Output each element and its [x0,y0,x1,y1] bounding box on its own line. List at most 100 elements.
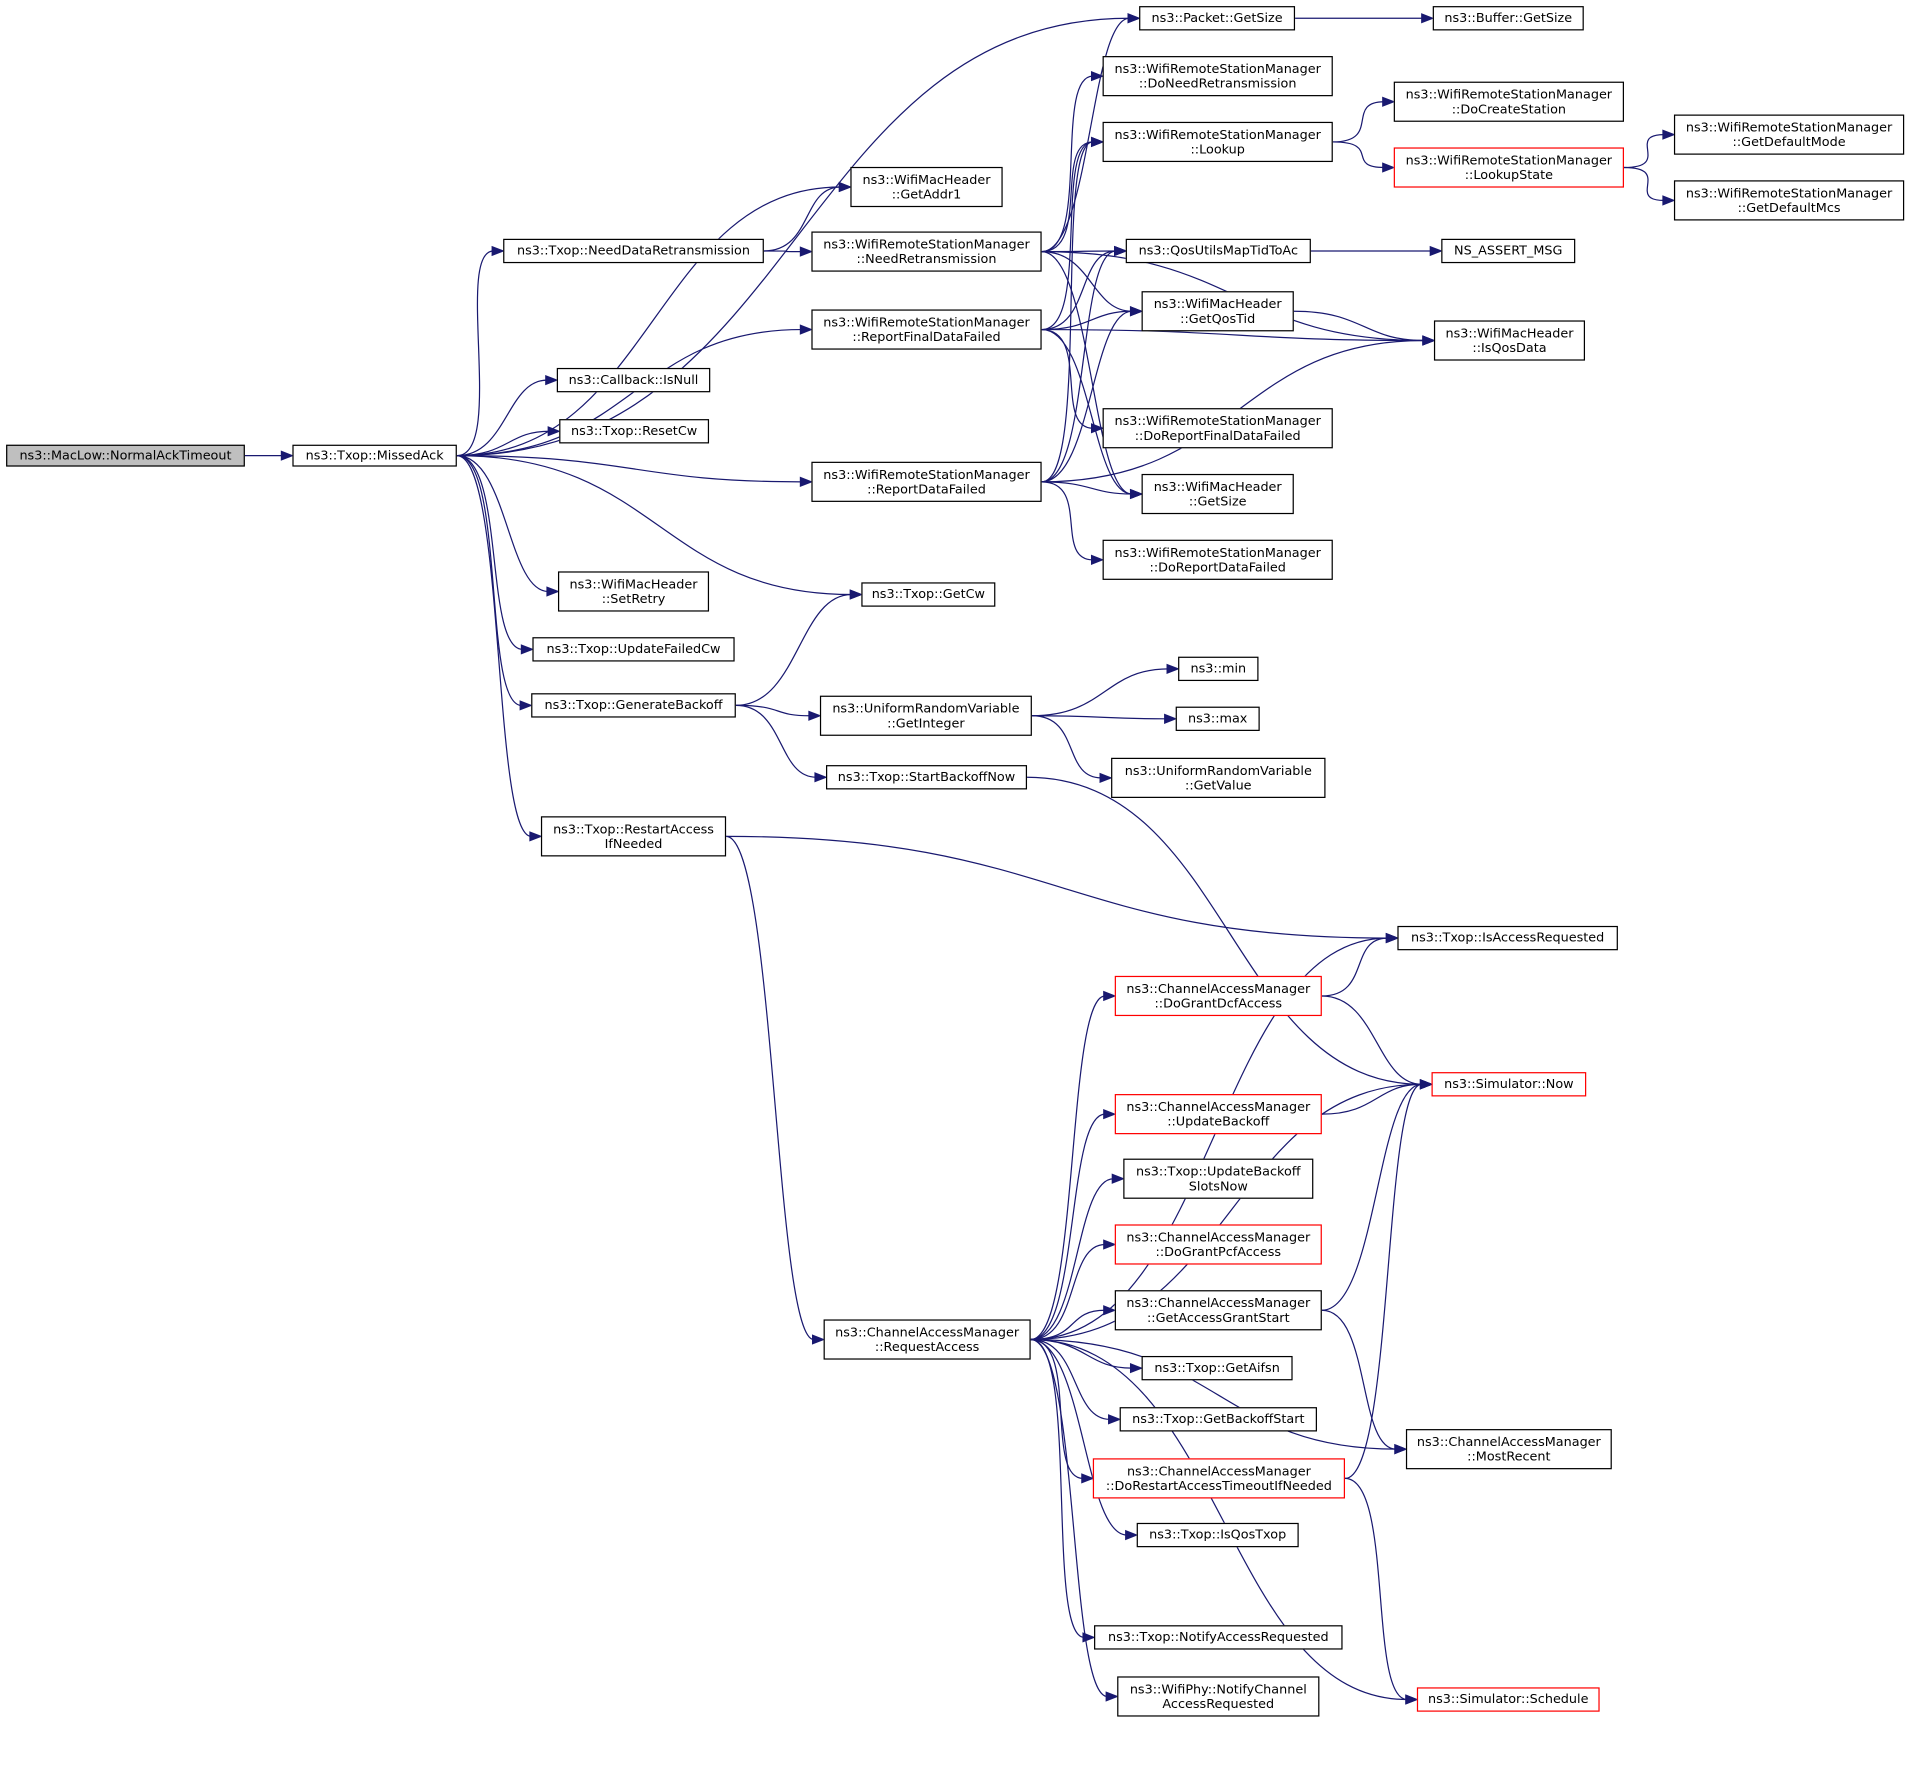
node-txop-reset-cw[interactable]: ns3::Txop::ResetCw [559,419,710,444]
call-edge [1030,995,1106,1341]
node-wrsm-get-default-mode[interactable]: ns3::WifiRemoteStationManager ::GetDefau… [1673,114,1905,155]
edge-arrowhead [520,644,535,655]
node-normal-ack-timeout: ns3::MacLow::NormalAckTimeout [6,444,245,467]
edge-arrowhead [1405,1694,1419,1705]
edge-arrowhead [491,245,505,257]
call-edge [1332,141,1384,169]
node-cam-get-access-grant-start[interactable]: ns3::ChannelAccessManager ::GetAccessGra… [1114,1290,1322,1331]
edge-arrowhead [1103,1108,1117,1120]
call-edge [1031,715,1102,779]
node-txop-update-backoff-slots-now[interactable]: ns3::Txop::UpdateBackoff SlotsNow [1123,1158,1314,1199]
node-ns3-max[interactable]: ns3::max [1175,706,1260,731]
call-edge [1623,134,1665,169]
call-edge [1293,310,1425,342]
node-txop-get-backoff-start[interactable]: ns3::Txop::GetBackoffStart [1119,1407,1317,1432]
edge-arrowhead [1166,663,1180,675]
edge-arrowhead [799,324,814,335]
node-wmh-get-addr1[interactable]: ns3::WifiMacHeader ::GetAddr1 [850,166,1003,208]
node-wrsm-report-data-failed[interactable]: ns3::WifiRemoteStationManager ::ReportDa… [811,461,1042,502]
call-edge [456,186,841,457]
node-wmh-get-qos-tid[interactable]: ns3::WifiMacHeader ::GetQosTid [1141,291,1294,332]
node-txop-get-aifsn[interactable]: ns3::Txop::GetAifsn [1141,1355,1293,1381]
call-edge [1030,937,1388,1341]
call-edge [735,593,852,707]
node-ns3-min[interactable]: ns3::min [1178,656,1259,682]
node-wmh-get-size[interactable]: ns3::WifiMacHeader ::GetSize [1141,473,1294,515]
node-wrsm-lookup-state[interactable]: ns3::WifiRemoteStationManager ::LookupSt… [1393,147,1624,188]
node-cam-most-recent[interactable]: ns3::ChannelAccessManager ::MostRecent [1405,1429,1612,1470]
edge-arrowhead [1164,713,1178,724]
node-txop-is-access-requested[interactable]: ns3::Txop::IsAccessRequested [1397,925,1618,951]
edge-arrowhead [1662,129,1676,140]
call-edge [1031,668,1169,717]
call-edge [456,430,550,457]
edge-arrowhead [1382,162,1396,173]
node-cam-request-access[interactable]: ns3::ChannelAccessManager ::RequestAcces… [823,1319,1031,1360]
edge-arrowhead [808,710,822,721]
call-edge [456,455,532,837]
call-edge [1041,75,1093,253]
node-txop-update-failed-cw[interactable]: ns3::Txop::UpdateFailedCw [532,637,735,662]
node-wmh-set-retry[interactable]: ns3::WifiMacHeader ::SetRetry [557,571,710,612]
node-wrsm-need-retransmission[interactable]: ns3::WifiRemoteStationManager ::NeedRetr… [811,231,1042,272]
node-txop-start-backoff-now[interactable]: ns3::Txop::StartBackoffNow [826,765,1028,790]
call-edge [1030,1309,1105,1341]
edge-arrowhead [1114,245,1128,257]
node-txop-need-data-retransmission[interactable]: ns3::Txop::NeedDataRetransmission [503,238,764,264]
call-edge [456,455,549,593]
edge-arrowhead [545,374,559,386]
node-cam-do-grant-dcf-access[interactable]: ns3::ChannelAccessManager ::DoGrantDcfAc… [1114,975,1322,1017]
node-wrsm-do-create-station[interactable]: ns3::WifiRemoteStationManager ::DoCreate… [1393,81,1624,122]
call-edge [1030,1338,1408,1701]
node-simulator-now[interactable]: ns3::Simulator::Now [1431,1072,1587,1097]
edge-arrowhead [1103,1239,1117,1250]
edge-arrowhead [1103,1305,1117,1316]
node-cam-do-grant-pcf-access[interactable]: ns3::ChannelAccessManager ::DoGrantPcfAc… [1114,1224,1322,1265]
node-buffer-get-size[interactable]: ns3::Buffer::GetSize [1432,6,1584,31]
node-qos-utils-map-tid-to-ac[interactable]: ns3::QosUtilsMapTidToAc [1125,238,1311,264]
edge-arrowhead [546,586,560,597]
call-edge [1030,1338,1397,1450]
call-edge [456,455,523,650]
node-txop-restart-access-if-needed[interactable]: ns3::Txop::RestartAccess IfNeeded [540,816,727,857]
node-wrsm-report-final-data-failed[interactable]: ns3::WifiRemoteStationManager ::ReportFi… [811,309,1042,350]
node-simulator-schedule[interactable]: ns3::Simulator::Schedule [1416,1687,1600,1712]
call-edge [1321,1309,1397,1450]
edge-arrowhead [1090,70,1105,82]
node-txop-get-cw[interactable]: ns3::Txop::GetCw [861,582,996,607]
call-edge [1027,776,1422,1085]
node-urv-get-integer[interactable]: ns3::UniformRandomVariable ::GetInteger [819,695,1032,736]
node-wrsm-do-need-retransmission[interactable]: ns3::WifiRemoteStationManager ::DoNeedRe… [1102,56,1333,97]
node-ns-assert-msg[interactable]: NS_ASSERT_MSG [1441,238,1576,264]
node-urv-get-value[interactable]: ns3::UniformRandomVariable ::GetValue [1111,757,1326,798]
edge-arrowhead [1111,1173,1125,1184]
edge-arrowhead [814,772,828,783]
edge-arrowhead [1081,1473,1095,1484]
node-cam-do-restart-access-timeout-if-needed[interactable]: ns3::ChannelAccessManager ::DoRestartAcc… [1092,1458,1346,1499]
node-wrsm-do-report-data-failed[interactable]: ns3::WifiRemoteStationManager ::DoReport… [1102,539,1333,580]
node-wrsm-get-default-mcs[interactable]: ns3::WifiRemoteStationManager ::GetDefau… [1673,180,1905,221]
call-edge [1030,1243,1105,1341]
call-edge [1030,1338,1108,1698]
node-wrsm-do-report-final-data-failed[interactable]: ns3::WifiRemoteStationManager ::DoReport… [1102,408,1333,449]
node-txop-generate-backoff[interactable]: ns3::Txop::GenerateBackoff [531,693,736,718]
node-wmh-is-qos-data[interactable]: ns3::WifiMacHeader ::IsQosData [1433,320,1586,361]
call-edge [1031,715,1166,720]
call-edge [1344,1477,1408,1701]
call-edge [763,186,841,252]
edge-arrowhead [529,831,543,842]
node-txop-is-qos-txop[interactable]: ns3::Txop::IsQosTxop [1136,1522,1299,1548]
call-edge [456,455,522,707]
node-cam-update-backoff[interactable]: ns3::ChannelAccessManager ::UpdateBackof… [1114,1094,1322,1135]
node-missed-ack[interactable]: ns3::Txop::MissedAck [292,444,457,467]
node-callback-is-null[interactable]: ns3::Callback::IsNull [556,367,711,393]
call-edge [1030,1178,1114,1341]
node-wrsm-lookup[interactable]: ns3::WifiRemoteStationManager ::Lookup [1102,121,1333,163]
edge-arrowhead [519,700,533,711]
node-txop-notify-access-requested[interactable]: ns3::Txop::NotifyAccessRequested [1094,1625,1343,1650]
node-packet-get-size[interactable]: ns3::Packet::GetSize [1139,6,1296,31]
call-edge [1030,1338,1110,1420]
call-edge [456,250,494,457]
node-wifiphy-notify-channel-access-requested[interactable]: ns3::WifiPhy::NotifyChannel AccessReques… [1117,1676,1320,1717]
